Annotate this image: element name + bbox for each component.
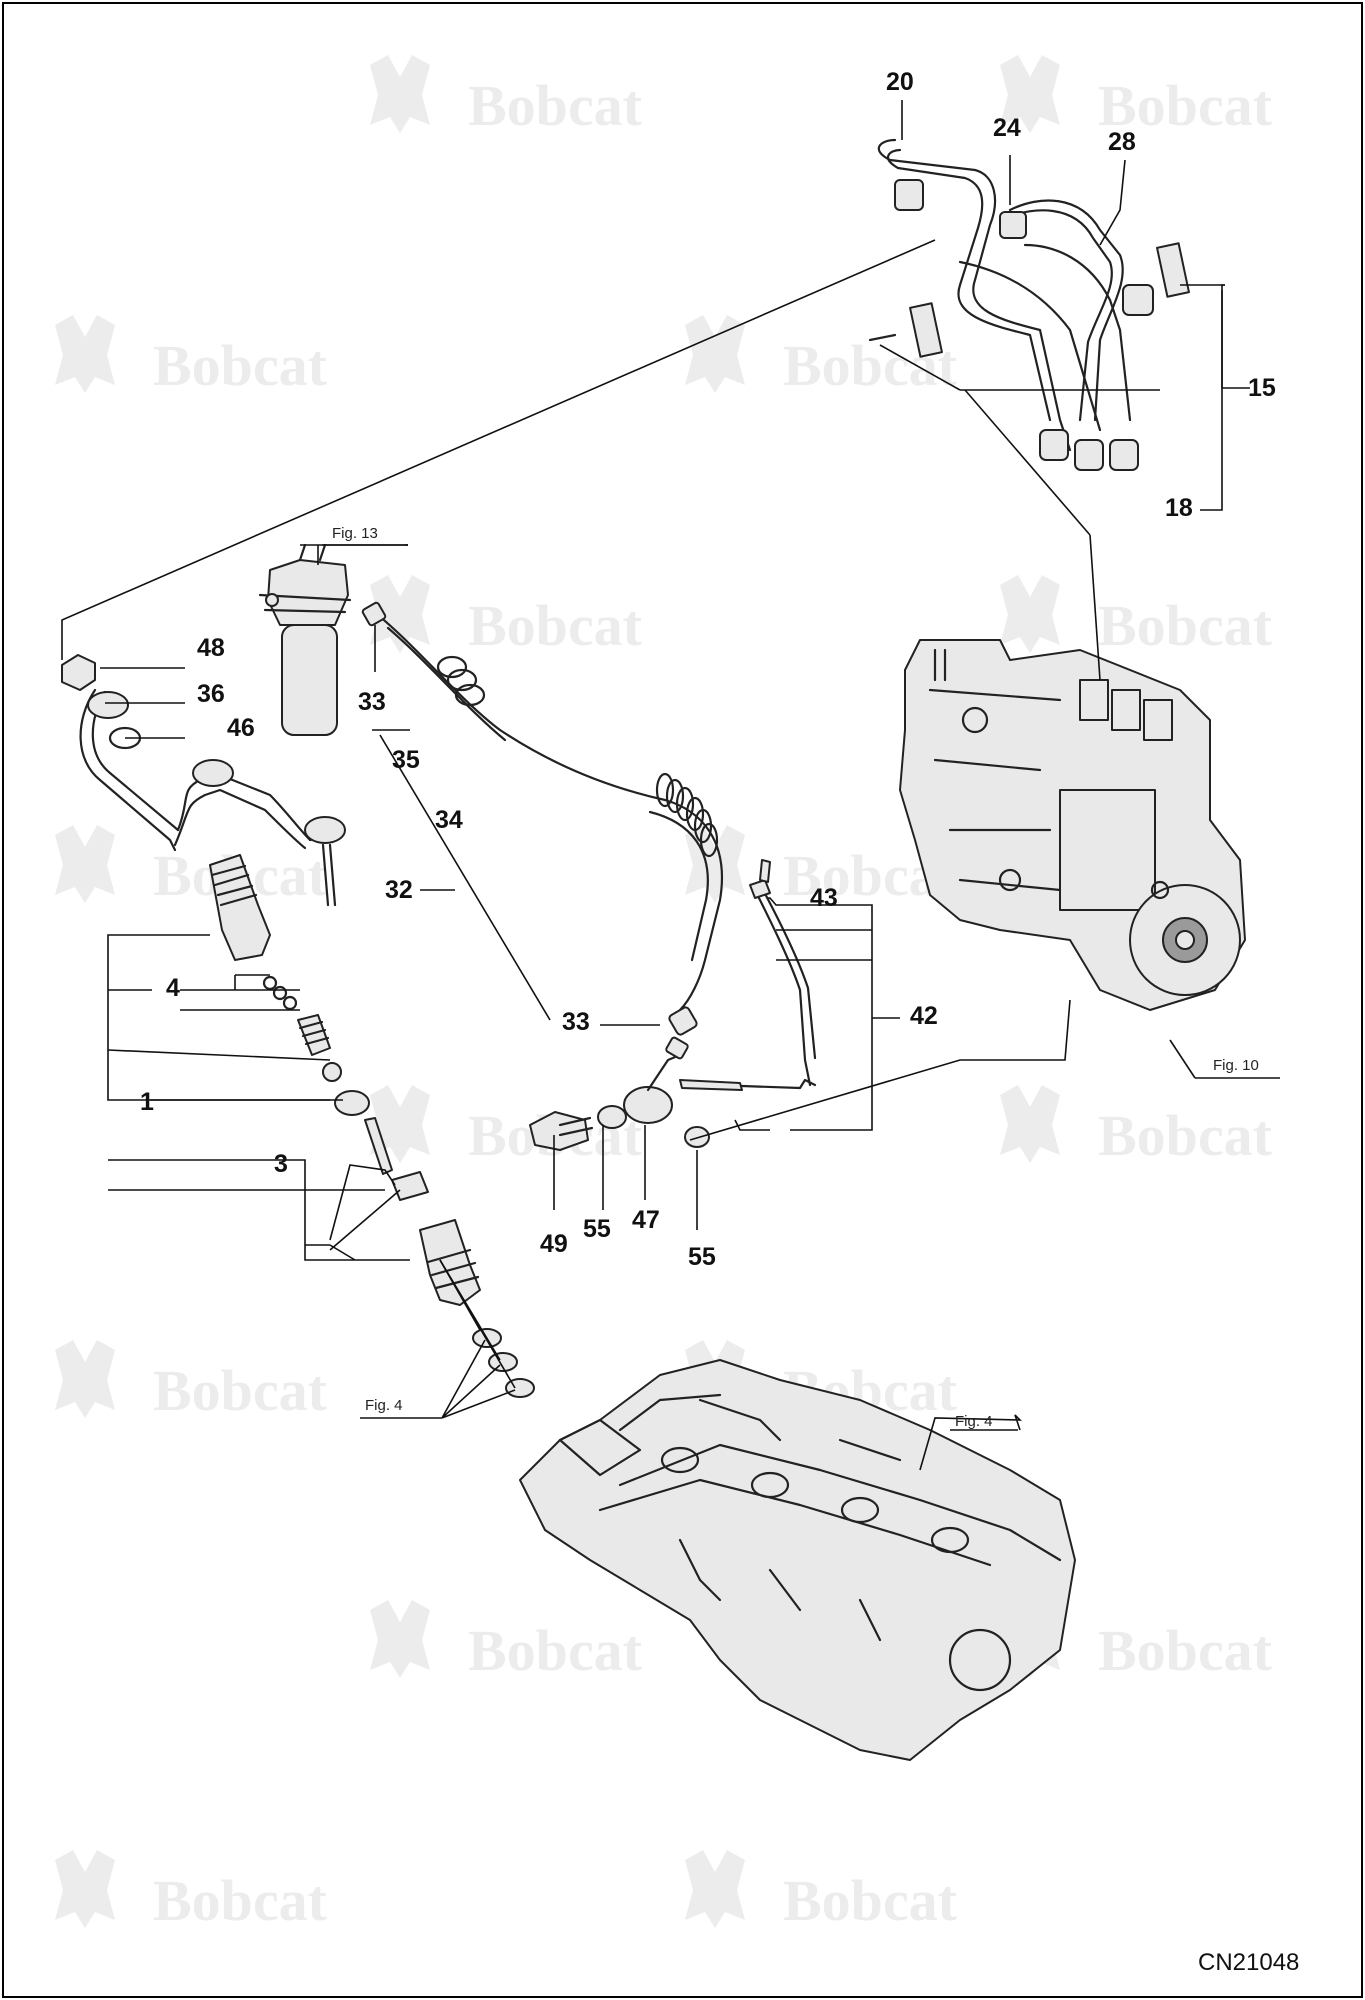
- pipe-nut: [894, 179, 924, 211]
- watermark: Bobcat: [55, 1850, 328, 1933]
- watermark: Bobcat: [370, 1085, 643, 1168]
- callout-15: 15: [1248, 374, 1276, 402]
- figure-references: Fig. 13 Fig. 10 Fig. 4 Fig. 4: [322, 525, 1259, 1431]
- banjo-assembly: [529, 859, 817, 1151]
- callout-42: 42: [910, 1002, 938, 1030]
- svg-text:Bobcat: Bobcat: [153, 1868, 328, 1933]
- callout-55: 55: [583, 1215, 611, 1243]
- callout-47: 47: [632, 1206, 660, 1234]
- svg-text:Bobcat: Bobcat: [783, 1868, 958, 1933]
- watermark: Bobcat: [55, 315, 328, 398]
- pump-cover: [1059, 789, 1156, 911]
- pipe-nut: [999, 211, 1027, 239]
- fig-4-label: Fig. 4: [955, 1413, 993, 1430]
- banjo-fitting: [623, 1086, 673, 1124]
- hose-clip: [361, 601, 387, 627]
- hose-fitting: [759, 859, 771, 883]
- callout-48: 48: [197, 634, 225, 662]
- callout-24: 24: [993, 114, 1021, 142]
- delivery-valve: [1143, 699, 1173, 741]
- return-hose: [361, 601, 723, 1036]
- banjo-eye: [192, 759, 234, 787]
- callout-46: 46: [227, 714, 255, 742]
- watermark: Bobcat: [1000, 55, 1273, 138]
- watermark: Bobcat: [55, 1340, 328, 1423]
- callout-labels: 20 24 28 15 18 48 36 46 33 35 34 32 43 4…: [140, 68, 1276, 1271]
- callout-34: 34: [435, 806, 463, 834]
- seal-washer: [488, 1352, 518, 1372]
- leak-off-pipe: [61, 654, 346, 907]
- svg-text:Bobcat: Bobcat: [468, 1618, 643, 1683]
- callout-49: 49: [540, 1230, 568, 1258]
- svg-text:Bobcat: Bobcat: [1098, 593, 1273, 658]
- pipe-nut: [1122, 284, 1154, 316]
- pipe-clamp: [909, 302, 943, 358]
- callout-33: 33: [562, 1008, 590, 1036]
- delivery-valve: [1079, 679, 1109, 721]
- banjo-eye: [87, 691, 129, 719]
- clamp-bolt: [868, 333, 897, 342]
- diagram-code: CN21048: [1198, 1949, 1299, 1976]
- callout-20: 20: [886, 68, 914, 96]
- watermark: Bobcat: [370, 575, 643, 658]
- callout-28: 28: [1108, 128, 1136, 156]
- watermark: Bobcat: [1000, 1085, 1273, 1168]
- washer: [684, 1126, 710, 1148]
- pipe-nut: [1074, 439, 1104, 471]
- svg-text:Bobcat: Bobcat: [1098, 1618, 1273, 1683]
- delivery-valve: [1111, 689, 1141, 731]
- watermark: Bobcat: [370, 1600, 643, 1683]
- hose-clip: [668, 1006, 698, 1036]
- callout-33: 33: [358, 688, 386, 716]
- watermark: Bobcat: [1000, 1600, 1273, 1683]
- svg-text:Bobcat: Bobcat: [1098, 73, 1273, 138]
- fig-4-label: Fig. 4: [365, 1397, 403, 1414]
- nut: [61, 654, 96, 691]
- callout-3: 3: [274, 1150, 288, 1178]
- fig-13-label: Fig. 13: [332, 525, 378, 542]
- fig-10-label: Fig. 10: [1213, 1057, 1259, 1074]
- injection-pump: [899, 639, 1246, 1011]
- svg-text:Bobcat: Bobcat: [153, 1358, 328, 1423]
- filter-bowl: [281, 624, 338, 736]
- watermark: Bobcat: [55, 825, 328, 908]
- pipe-nut: [1109, 439, 1139, 471]
- cylinder-port: [948, 1628, 1012, 1692]
- injection-pipe-set: [868, 138, 1190, 471]
- callout-43: 43: [810, 884, 838, 912]
- injection-nozzle: [209, 854, 535, 1398]
- watermark: Bobcat: [1000, 575, 1273, 658]
- callout-18: 18: [1165, 494, 1193, 522]
- callout-55: 55: [688, 1243, 716, 1271]
- pipe-nut: [1039, 429, 1069, 461]
- callout-32: 32: [385, 876, 413, 904]
- callout-4: 4: [166, 974, 180, 1002]
- callout-35: 35: [392, 746, 420, 774]
- cylinder-head: [519, 1359, 1076, 1761]
- hose-spring: [655, 772, 719, 858]
- svg-text:Bobcat: Bobcat: [468, 73, 643, 138]
- svg-text:Bobcat: Bobcat: [1098, 1103, 1273, 1168]
- fuel-filter: [258, 543, 352, 736]
- hose-clamp: [436, 655, 486, 707]
- watermark: Bobcat: [370, 55, 643, 138]
- callout-1: 1: [140, 1088, 154, 1116]
- banjo-eye: [304, 816, 346, 844]
- washer: [597, 1105, 627, 1129]
- svg-text:Bobcat: Bobcat: [468, 593, 643, 658]
- fuel-pipe: [679, 1079, 743, 1091]
- seal-washer: [505, 1378, 535, 1398]
- watermark: Bobcat: [685, 1850, 958, 1933]
- svg-text:Bobcat: Bobcat: [153, 333, 328, 398]
- callout-36: 36: [197, 680, 225, 708]
- nozzle-body: [419, 1219, 481, 1306]
- pipe-clamp: [1156, 242, 1190, 298]
